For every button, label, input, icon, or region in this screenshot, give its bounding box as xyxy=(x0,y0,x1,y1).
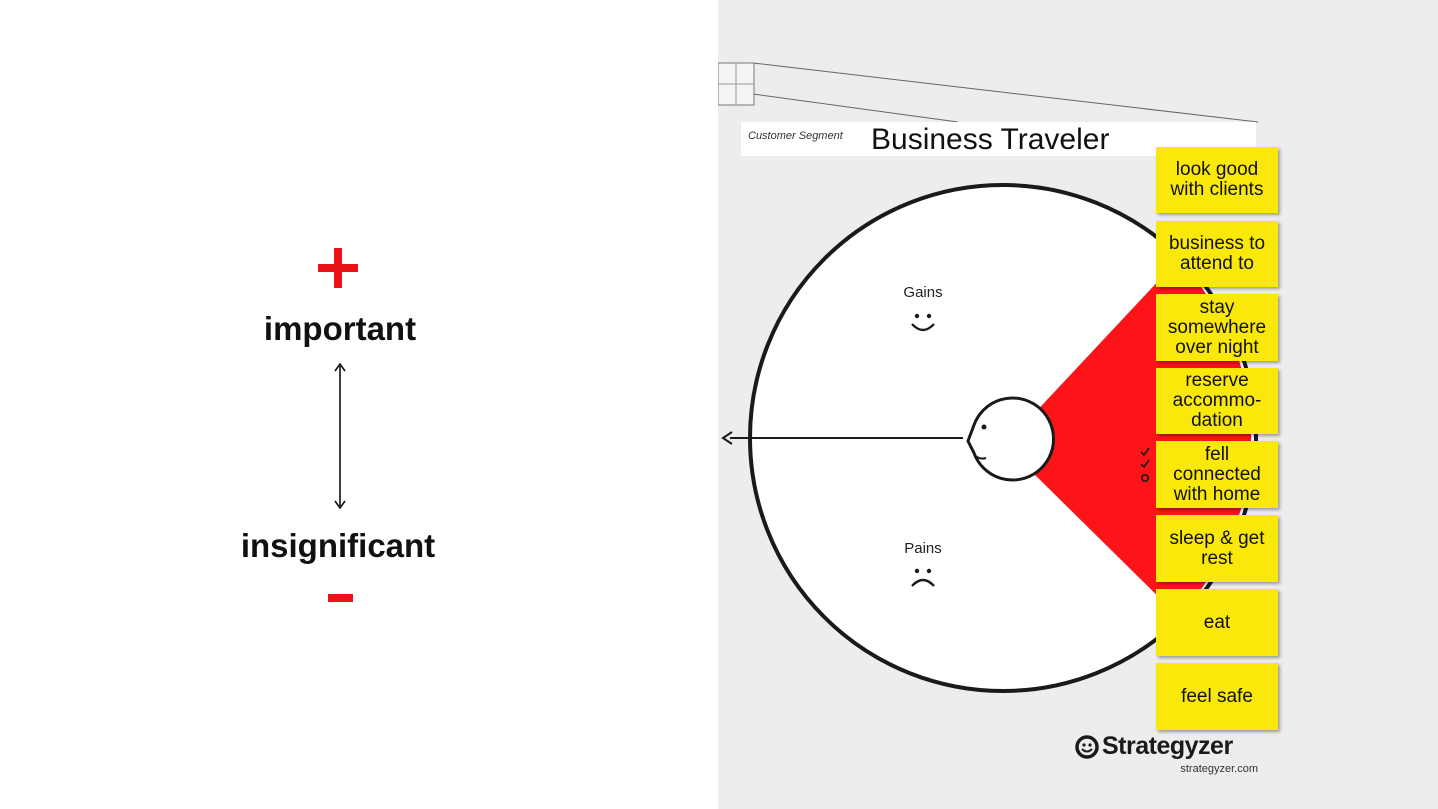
job-type-markers-icon xyxy=(1140,447,1150,482)
importance-scale-panel: important insignificant xyxy=(0,0,718,809)
frowny-icon xyxy=(911,568,935,587)
brand-name: Strategyzer xyxy=(1102,732,1233,760)
sticky-note[interactable]: eat xyxy=(1156,589,1278,656)
insignificant-label: insignificant xyxy=(240,527,436,564)
sticky-note[interactable]: reserve accommo-dation xyxy=(1156,368,1278,434)
sticky-note[interactable]: sleep & get rest xyxy=(1156,515,1278,582)
plus-icon xyxy=(318,248,358,288)
strategyzer-logo: Strategyzer xyxy=(1074,732,1258,761)
sticky-note[interactable]: feel safe xyxy=(1156,663,1278,730)
sticky-note[interactable]: business to attend to xyxy=(1156,221,1278,287)
segment-label: Customer Segment xyxy=(748,130,843,142)
sticky-note[interactable]: fell connected with home xyxy=(1156,441,1278,508)
gains-label: Gains xyxy=(903,284,942,301)
customer-head-icon xyxy=(966,396,1055,482)
left-arrow-icon xyxy=(721,431,733,445)
pains-label: Pains xyxy=(904,540,942,557)
canvas-lines xyxy=(718,62,1259,123)
sticky-note[interactable]: look good with clients xyxy=(1156,147,1278,213)
brand-url: strategyzer.com xyxy=(1180,763,1258,775)
important-label: important xyxy=(263,310,417,347)
sticky-note[interactable]: stay somewhere over night xyxy=(1156,294,1278,361)
strategyzer-logo-icon xyxy=(1075,734,1099,759)
customer-profile-canvas: Customer Segment Business Traveler xyxy=(718,0,1438,809)
double-arrow-icon xyxy=(334,362,346,510)
minus-icon xyxy=(328,594,353,602)
smiley-icon xyxy=(911,313,935,332)
segment-title: Business Traveler xyxy=(871,123,1110,156)
profile-circle: Gains Pains xyxy=(721,183,1258,693)
brand-block: Strategyzer strategyzer.com xyxy=(1074,732,1258,775)
